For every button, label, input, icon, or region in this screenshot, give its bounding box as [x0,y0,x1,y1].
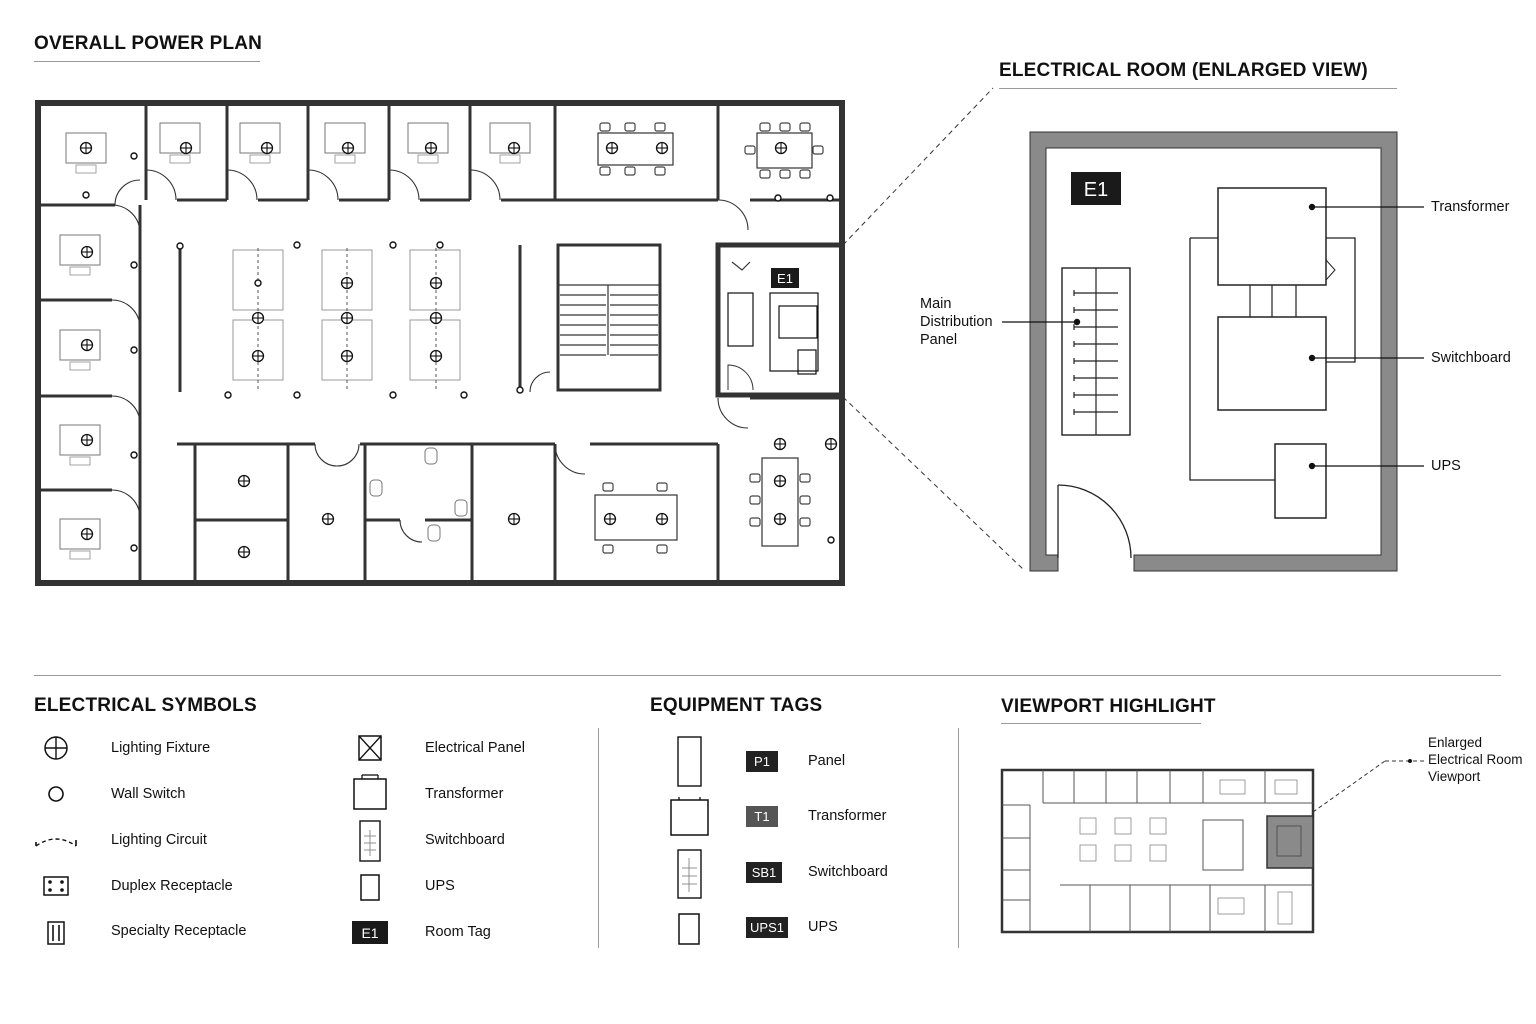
specialty-receptacle-icon [47,921,65,945]
lighting-fixture-icon [44,736,68,760]
enlarged-view-title: ELECTRICAL ROOM (ENLARGED VIEW) [999,60,1368,81]
enlarged-electrical-room: E1 [1002,131,1424,572]
equipment-label: UPS [808,919,838,935]
symbol-label: Lighting Circuit [111,832,207,848]
symbol-label: Wall Switch [111,786,186,802]
equipment-tag: UPS1 [746,917,788,938]
ups-box [1274,443,1327,519]
transformer-equipment-icon [670,797,709,836]
transformer-callout: Transformer [1431,199,1510,215]
room-tag-icon: E1 [352,921,388,944]
equipment-label: Switchboard [808,864,888,880]
symbol-label: Electrical Panel [425,740,525,756]
ups-icon [360,874,380,901]
switchboard-callout: Switchboard [1431,350,1511,366]
overall-plan-title: OVERALL POWER PLAN [34,33,263,54]
electrical-panel-icon [358,735,382,761]
viewport-title: VIEWPORT HIGHLIGHT [1001,696,1216,717]
symbols-title: ELECTRICAL SYMBOLS [34,695,257,716]
callout-line: Distribution [920,314,993,330]
transformer-icon [353,774,387,810]
room-tag-text: E1 [361,925,378,941]
viewport-callout: Enlarged Electrical Room Viewport [1428,734,1523,785]
ups-equipment-icon [678,913,700,945]
transformer-box [1217,187,1327,286]
ups-callout: UPS [1431,458,1461,474]
switchboard-box [1217,316,1327,411]
callout-line: Main [920,296,952,312]
switchboard-icon [359,820,381,862]
symbol-label: UPS [425,878,455,894]
overall-floor-plan: E1 [35,100,845,586]
symbol-label: Transformer [425,786,504,802]
equipment-tag: T1 [746,806,778,827]
symbol-label: Duplex Receptacle [111,878,233,894]
column-divider [598,728,599,948]
switchboard-equipment-icon [677,849,702,899]
equipment-label: Panel [808,753,846,769]
plan-room-tag: E1 [777,271,793,286]
symbol-label: Specialty Receptacle [111,923,247,939]
symbol-label: Switchboard [425,832,505,848]
viewport-highlight-area [1266,815,1314,869]
enlarged-room-tag: E1 [1084,179,1108,201]
callout-line: Enlarged [1428,735,1483,750]
section-divider [34,675,1501,676]
equipment-tag: SB1 [746,862,782,883]
panel-equipment-icon [677,736,702,787]
lighting-circuit-icon [35,838,77,847]
title-underline [999,88,1397,89]
wall-switch-icon [48,786,64,802]
callout-line: Electrical Room [1428,752,1523,767]
enlarge-leader-lines [842,87,1026,572]
mdp-callout: Main Distribution Panel [920,295,993,349]
title-underline [1001,723,1201,724]
callout-line: Panel [920,332,958,348]
equipment-tag: P1 [746,751,778,772]
equipment-label: Transformer [808,808,887,824]
equipment-title: EQUIPMENT TAGS [650,695,823,716]
duplex-receptacle-icon [43,876,69,896]
symbol-label: Room Tag [425,924,491,940]
callout-line: Viewport [1428,769,1481,784]
column-divider [958,728,959,948]
title-underline [34,61,260,62]
symbol-label: Lighting Fixture [111,740,211,756]
